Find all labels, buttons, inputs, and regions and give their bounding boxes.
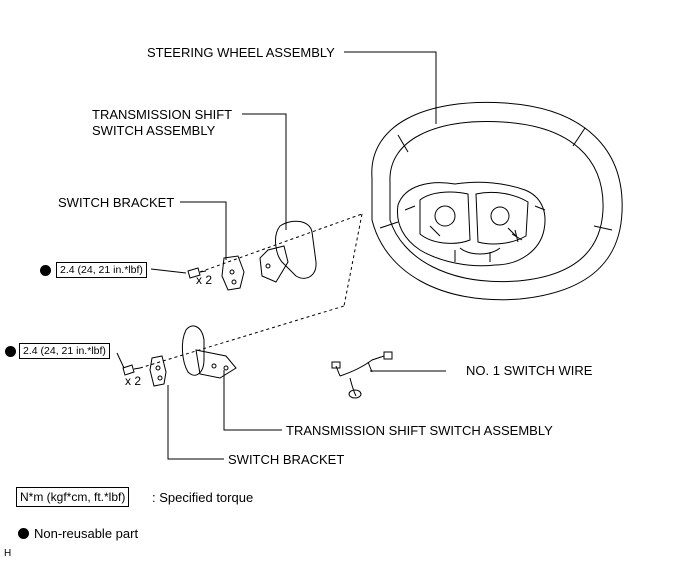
legend-non-reusable-dot [18, 528, 29, 539]
non-reusable-marker-lower [5, 346, 16, 357]
steering-wheel-drawing [371, 101, 623, 301]
non-reusable-marker-upper [40, 265, 51, 276]
transmission-shift-upper-label-line1: TRANSMISSION SHIFT [92, 107, 233, 122]
switch-wire-drawing [331, 351, 393, 399]
transmission-shift-lower-label: TRANSMISSION SHIFT SWITCH ASSEMBLY [286, 423, 553, 438]
legend-non-reusable-text: Non-reusable part [34, 526, 139, 541]
steering-wheel-label: STEERING WHEEL ASSEMBLY [147, 45, 335, 60]
transmission-shift-upper-label-line2: SWITCH ASSEMBLY [92, 123, 216, 138]
upper-paddle-drawing [259, 220, 317, 283]
switch-bracket-upper-label: SWITCH BRACKET [58, 195, 175, 210]
leader-lines [116, 51, 446, 460]
multiplier-lower: x 2 [125, 374, 142, 388]
lower-screw-drawing [122, 364, 141, 376]
multiplier-upper: x 2 [196, 273, 213, 287]
legend-torque-text: : Specified torque [152, 490, 254, 505]
corner-mark: H [4, 548, 12, 559]
torque-value-upper: 2.4 (24, 21 in.*lbf) [56, 262, 147, 278]
upper-bracket-drawing [221, 255, 245, 291]
lower-bracket-drawing [149, 355, 167, 387]
dashed-alignment-lines [139, 213, 363, 369]
no1-switch-wire-label: NO. 1 SWITCH WIRE [466, 363, 593, 378]
switch-bracket-lower-label: SWITCH BRACKET [228, 452, 345, 467]
legend-torque-box: N*m (kgf*cm, ft.*lbf) [16, 487, 130, 507]
lower-paddle-drawing [181, 325, 237, 379]
torque-value-lower: 2.4 (24, 21 in.*lbf) [19, 343, 110, 359]
